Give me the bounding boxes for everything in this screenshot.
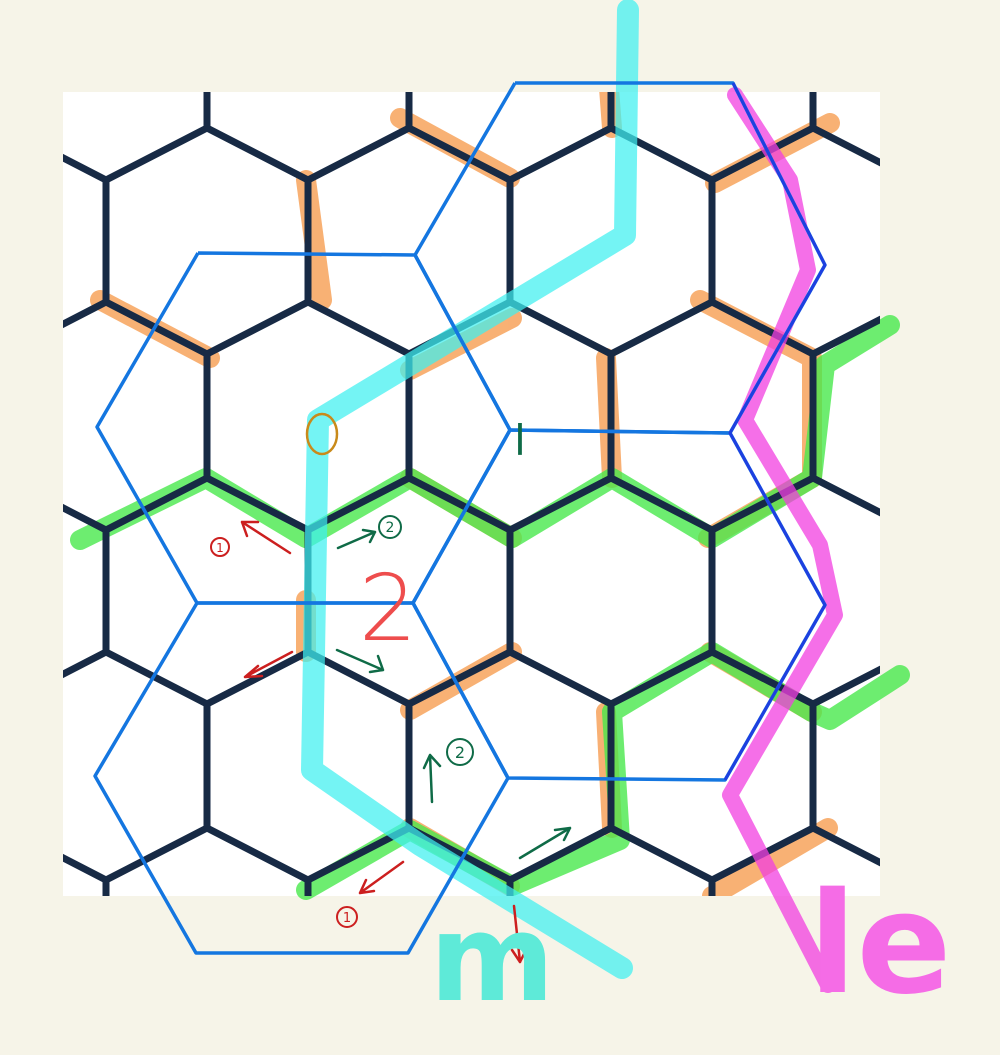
- circled-label-ring: [210, 537, 230, 557]
- circled-label-ring: [446, 738, 474, 766]
- zigzag-segment: [723, 82, 827, 781]
- cyan-route: [301, 0, 639, 979]
- circled-2-label: 2: [455, 743, 465, 762]
- green-arrow-icon: [422, 753, 442, 804]
- circled-label-ring: [336, 906, 358, 928]
- red-arrow-icon: [240, 520, 292, 555]
- green-arrow-icon: [336, 528, 377, 550]
- blue-zigzag-line: [723, 82, 827, 781]
- lattice-zigzag-row: [0, 0, 1000, 24]
- center-two-label: 2: [359, 555, 418, 662]
- magenta-route: [722, 87, 843, 993]
- circled-2-label: 2: [386, 520, 395, 536]
- red-arrow-icon: [358, 860, 405, 895]
- big-e-label: le: [809, 863, 952, 1026]
- green-arrow-icon: [335, 648, 385, 674]
- red-arrow-icon: [510, 904, 528, 964]
- green-arrow-icon: [518, 826, 572, 860]
- zero-ring: [305, 412, 339, 456]
- orange-segment: [690, 290, 822, 368]
- cyan-path: [301, 0, 639, 979]
- red-arrow-icon: [243, 650, 294, 679]
- one-mark-label: l: [514, 416, 526, 465]
- big-m-label: m: [429, 890, 554, 1029]
- circled-label-ring: [378, 515, 402, 539]
- circled-1-label: 1: [343, 911, 351, 926]
- handwritten-annotations: [210, 412, 572, 964]
- circled-1-label: 1: [216, 541, 224, 555]
- green-segment: [70, 315, 900, 550]
- magenta-path: [722, 87, 843, 993]
